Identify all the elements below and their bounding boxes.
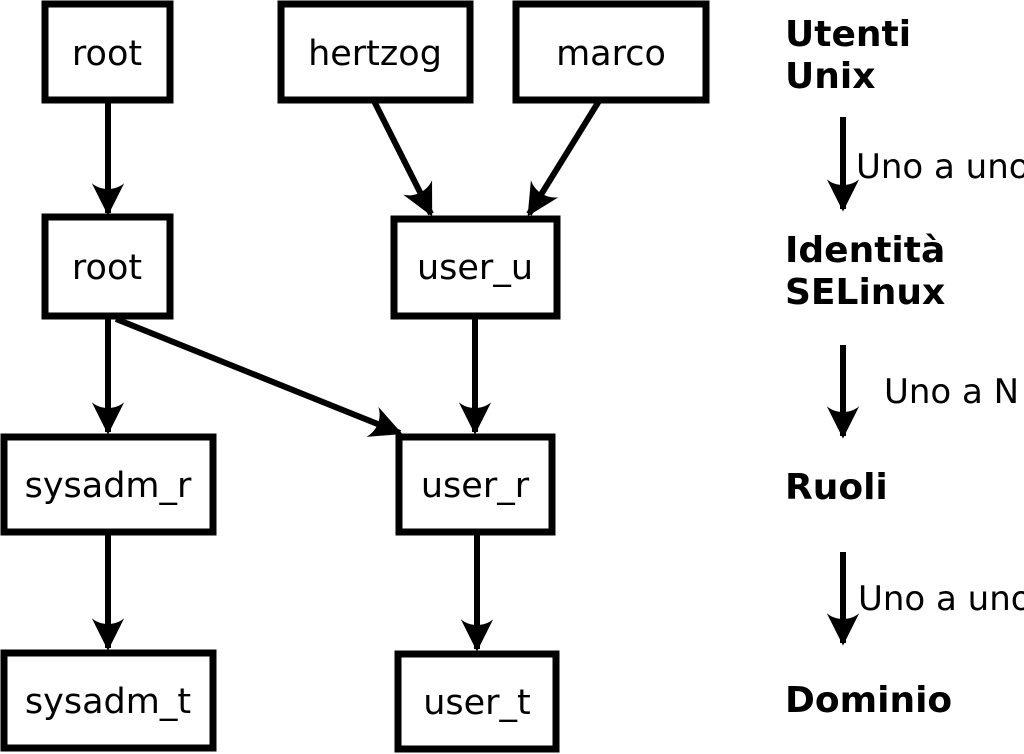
node-hertzog: hertzog [277, 0, 474, 104]
node-root-unix: root [41, 0, 174, 104]
legend-level-dominio: Dominio [785, 680, 952, 721]
node-label-sysadm-r: sysadm_r [25, 466, 192, 506]
legend-level-utenti-line1: Utenti [785, 14, 911, 55]
node-box-user-r [395, 433, 556, 536]
node-user-u: user_u [390, 215, 561, 320]
node-label-sysadm-t: sysadm_t [25, 682, 191, 722]
legend-relation-3: Uno a uno [858, 579, 1024, 619]
legend-level-identita-line2: SELinux [785, 272, 945, 313]
edge-hertzog-to-useru [371, 99, 434, 217]
node-box-marco [512, 0, 710, 104]
legend: Utenti Unix Uno a uno Identità SELinux U… [785, 14, 1024, 721]
node-root-selinux: root [41, 213, 174, 320]
edge-rootselinux-to-userr [114, 316, 403, 437]
edge-marco-to-useru [526, 99, 602, 217]
node-box-root-unix [41, 0, 174, 104]
node-box-user-t [394, 650, 560, 753]
node-box-user-u [390, 215, 561, 320]
node-marco: marco [512, 0, 710, 104]
node-user-t: user_t [394, 650, 560, 753]
node-label-root-unix: root [72, 34, 142, 74]
node-sysadm-t: sysadm_t [0, 649, 217, 752]
node-box-sysadm-r [0, 433, 217, 536]
node-label-marco: marco [556, 34, 666, 74]
legend-level-ruoli: Ruoli [785, 467, 888, 508]
node-sysadm-r: sysadm_r [0, 433, 217, 536]
legend-level-utenti-line2: Unix [785, 56, 875, 97]
node-label-root-selinux: root [72, 248, 142, 288]
node-box-hertzog [277, 0, 474, 104]
node-label-user-r: user_r [421, 466, 530, 506]
node-label-user-u: user_u [417, 248, 533, 288]
node-label-user-t: user_t [423, 683, 531, 723]
legend-level-identita-line1: Identità [785, 230, 945, 271]
node-user-r: user_r [395, 433, 556, 536]
node-box-root-selinux [41, 213, 174, 320]
legend-relation-2: Uno a N [884, 372, 1019, 412]
node-box-sysadm-t [0, 649, 217, 752]
legend-relation-1: Uno a uno [856, 147, 1024, 187]
node-label-hertzog: hertzog [308, 34, 442, 74]
